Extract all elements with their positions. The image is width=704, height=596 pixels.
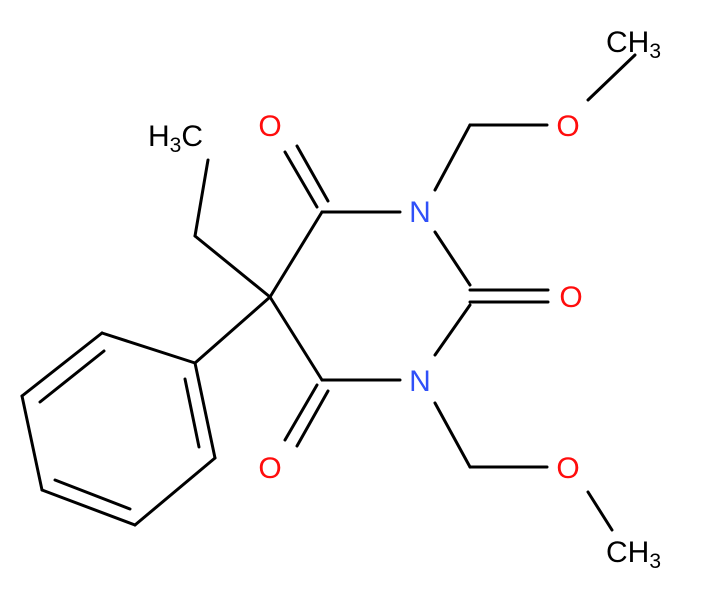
bond-c6-o-double-b xyxy=(295,144,330,203)
atom-n-bottom: N xyxy=(409,365,431,398)
atom-o-c2: O xyxy=(559,281,582,314)
atom-o-top-ether: O xyxy=(556,110,579,143)
bond-ph-5 xyxy=(20,331,104,398)
bond-n1-c2 xyxy=(433,230,472,287)
bond-n-ch2-bottom xyxy=(433,401,472,469)
bond-ch2-ch3-ethyl xyxy=(193,158,210,238)
bond-c5-phenyl xyxy=(193,295,272,365)
atom-h3c-ethyl: H3C xyxy=(148,120,203,157)
atom-o-c6-top: O xyxy=(258,110,281,143)
atom-n-top: N xyxy=(409,196,431,229)
bond-ph-2 xyxy=(133,456,217,527)
bond-ph-6 xyxy=(100,331,197,365)
bond-ph-inner-c xyxy=(38,349,106,404)
atom-ch3-bottom: CH3 xyxy=(606,536,661,573)
bond-c4-o-double-b xyxy=(295,389,330,448)
bond-c5-c6 xyxy=(268,210,324,299)
bond-ch2-n-top xyxy=(433,123,472,192)
bond-c2-n3 xyxy=(433,303,472,357)
bond-o-ch3-bottom xyxy=(586,490,614,532)
bonds xyxy=(20,53,637,532)
atom-o-c4-bottom: O xyxy=(258,452,281,485)
bond-c4-c5 xyxy=(268,295,324,382)
bond-ch3-o-top xyxy=(586,53,637,102)
bond-ph-inner-a xyxy=(183,377,201,449)
atom-labels: CH3 O N O H3C O N O O CH3 xyxy=(148,26,661,573)
bond-ph-4 xyxy=(20,394,44,492)
atom-ch3-top: CH3 xyxy=(606,26,661,63)
bond-ph-1 xyxy=(193,361,217,460)
bond-ph-3 xyxy=(40,488,137,527)
bond-ph-inner-b xyxy=(53,478,132,511)
bond-c4-o-double-a xyxy=(283,383,319,442)
atom-o-bottom-ether: O xyxy=(556,452,579,485)
bond-c6-o-double-a xyxy=(283,150,319,209)
bond-c5-ch2-ethyl xyxy=(193,234,272,299)
